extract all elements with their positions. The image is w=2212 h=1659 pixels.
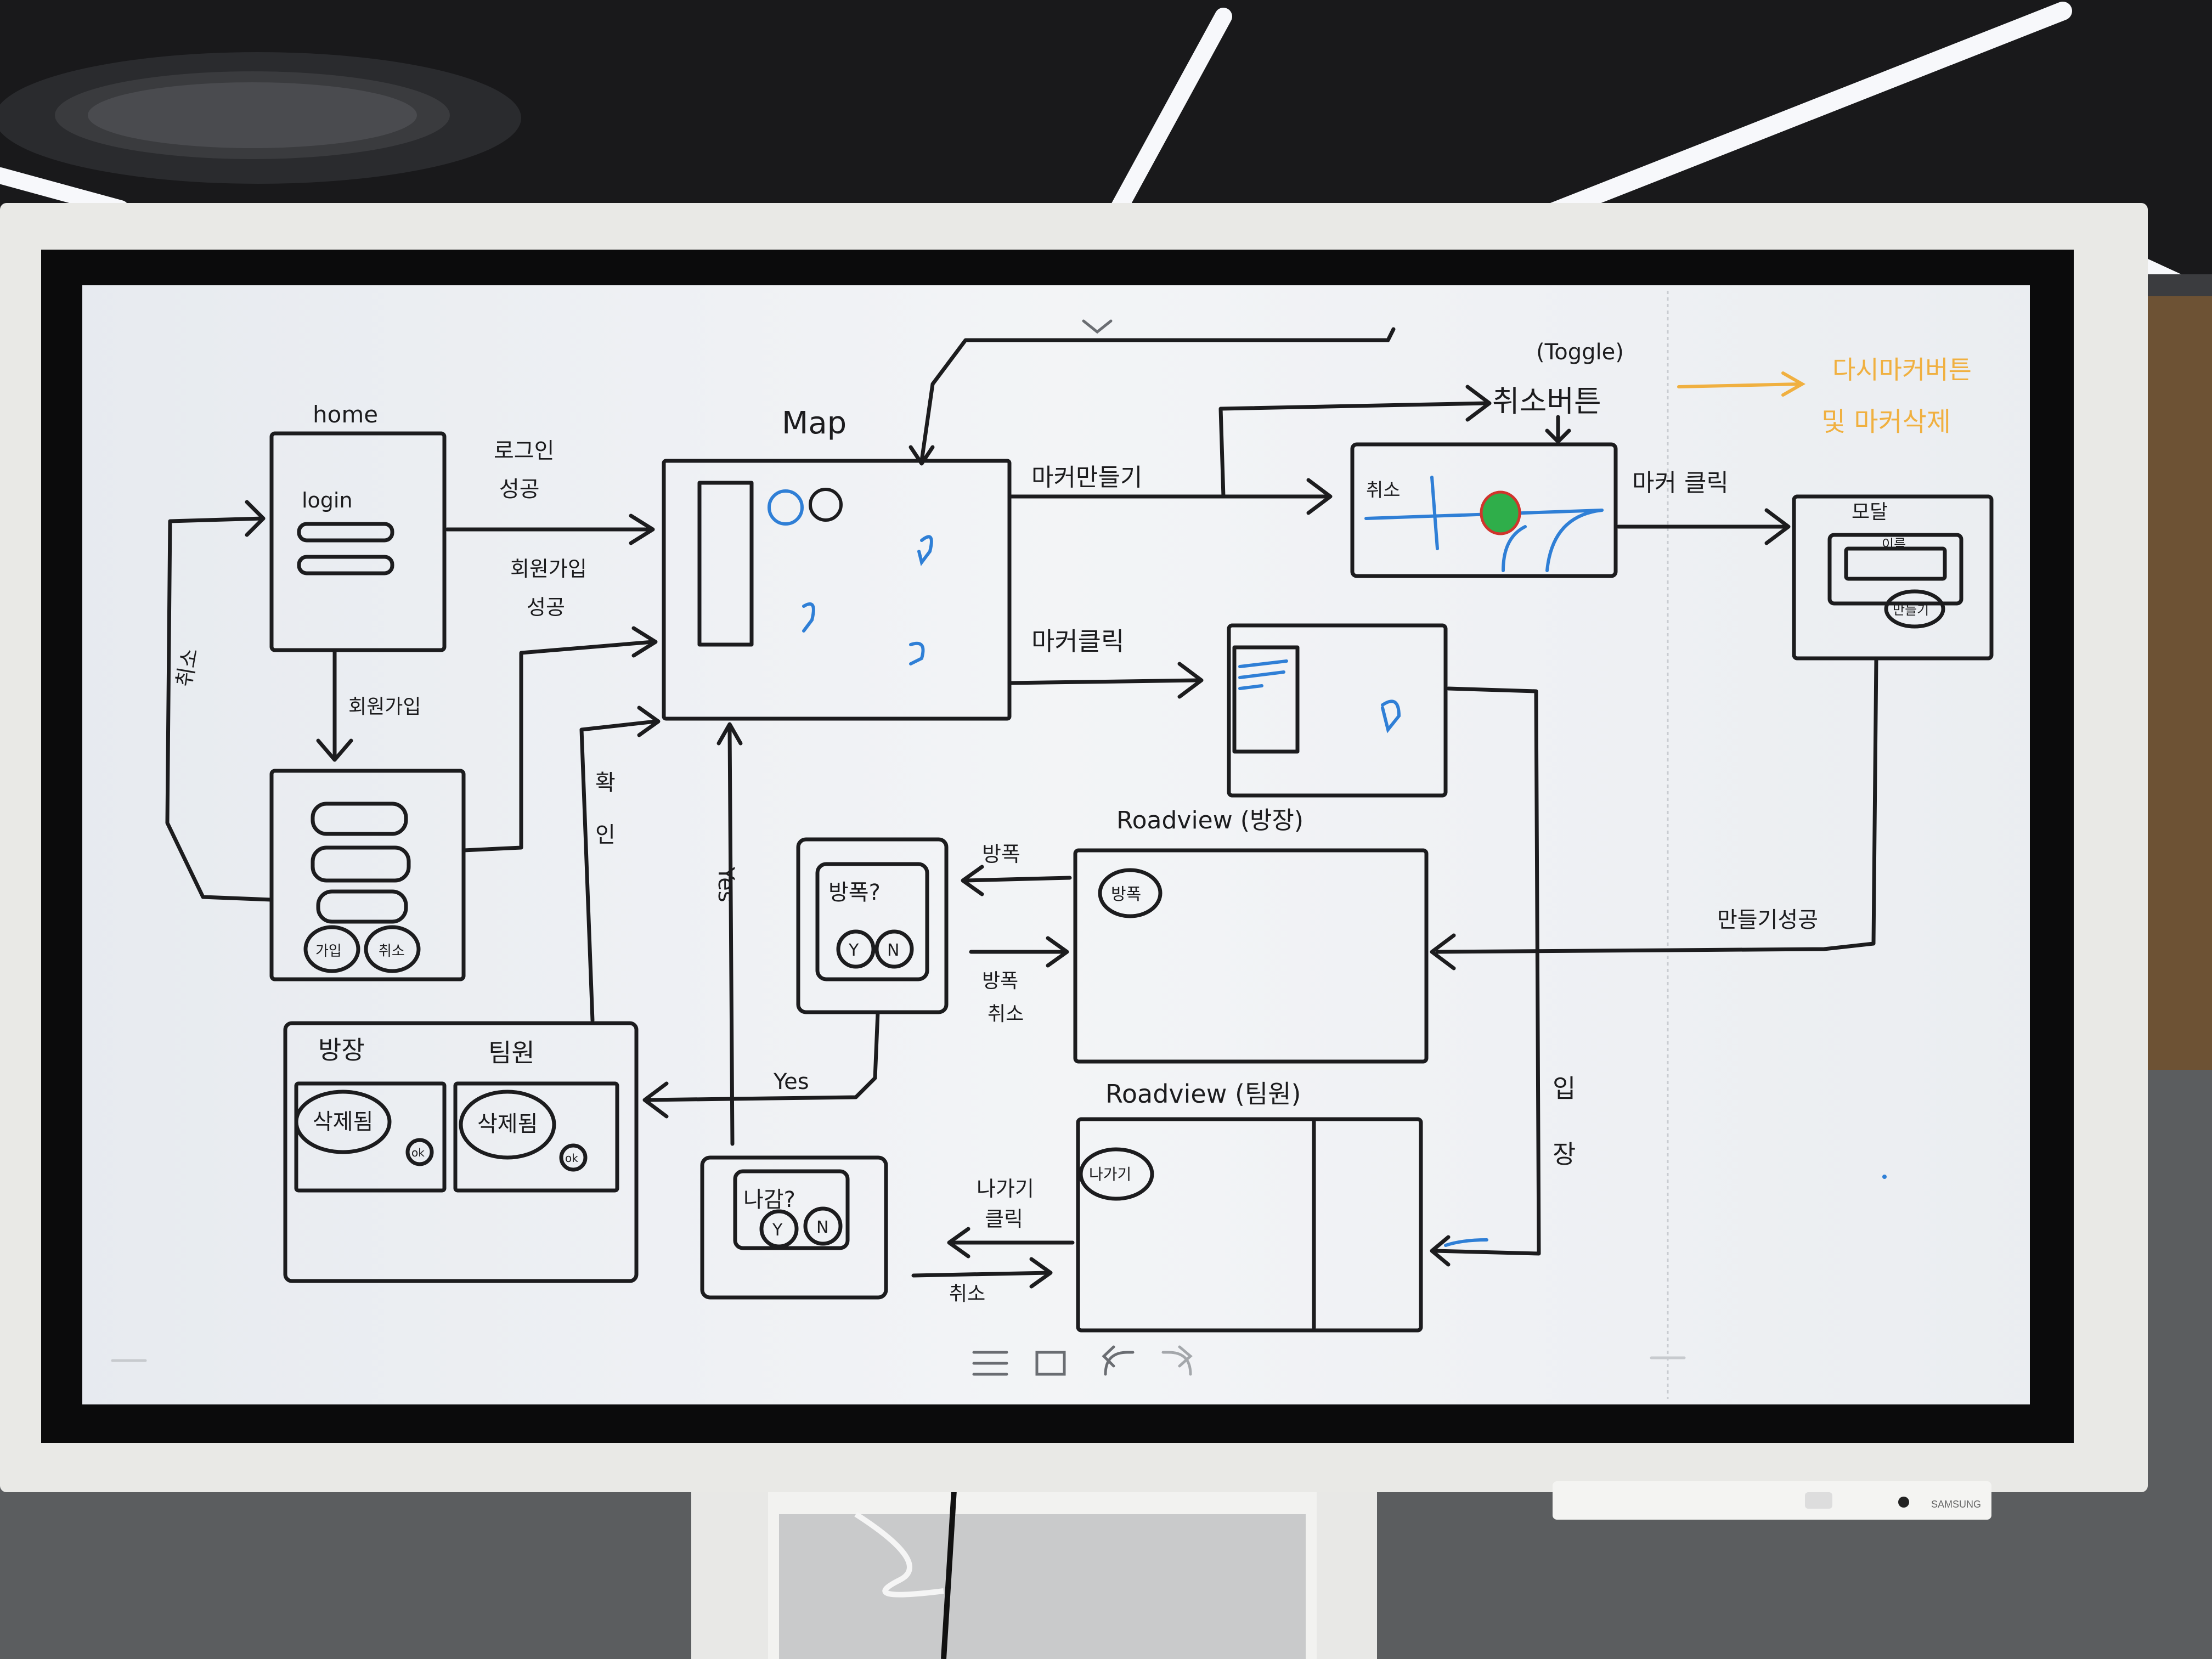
collapse-chevron-icon[interactable] (1082, 319, 1113, 334)
orange-note-2: 및 마커삭제 (1821, 407, 1951, 437)
deleted-right-title: 팀원 (488, 1038, 535, 1068)
signup-cancel-btn: 취소 (379, 943, 405, 960)
signup-arrow-label: 회원가입 (348, 696, 421, 718)
deleted-box (283, 1021, 639, 1283)
home-box (269, 431, 447, 652)
roadview-member-title: Roadview (팀원) (1105, 1079, 1301, 1109)
menu-icon[interactable] (972, 1351, 1008, 1376)
redo-icon[interactable] (1161, 1345, 1193, 1376)
orange-note-1: 다시마커버튼 (1832, 355, 1972, 385)
map-box (662, 459, 1012, 721)
whiteboard-drawing (165, 327, 1994, 1333)
deleted-left-msg: 삭제됨 (313, 1109, 373, 1135)
toggle-label: (Toggle) (1536, 340, 1624, 365)
deleted-left-title: 방장 (318, 1035, 365, 1065)
home-title: home (313, 401, 378, 428)
bomb-no: N (887, 941, 899, 960)
marker-detail-box (1227, 623, 1448, 798)
login-label: login (302, 488, 353, 512)
deleted-right-msg: 삭제됨 (477, 1111, 538, 1137)
bomb-yes: Y (848, 941, 859, 960)
leave-no: N (816, 1218, 828, 1237)
modal-title: 모달 (1852, 501, 1888, 523)
roadview-room-box (1073, 848, 1429, 1064)
bomb-arrow-label: 방폭 (982, 842, 1020, 866)
page-icon[interactable] (1035, 1351, 1066, 1376)
device-sensor-bar: SAMSUNG (1553, 1481, 1991, 1520)
deleted-ok-right: ok (565, 1152, 578, 1165)
side-wall-right (2140, 296, 2212, 1092)
roadview-member-badge: 나가기 (1089, 1165, 1131, 1183)
undo-icon[interactable] (1102, 1345, 1135, 1376)
roadview-member-box (1076, 1117, 1423, 1333)
deleted-ok-left: ok (411, 1146, 425, 1159)
modal-field: 이름 (1882, 537, 1906, 552)
modal-button: 만들기 (1893, 602, 1929, 618)
display-stand (691, 1481, 1377, 1659)
leave-confirm-box (700, 1155, 888, 1300)
yes-right-label: Yes (713, 866, 738, 902)
cancel-button-label: 취소버튼 (1492, 384, 1601, 419)
bomb-confirm-box (796, 837, 949, 1014)
roadview-room-title: Roadview (방장) (1116, 806, 1304, 834)
leave-question: 나감? (743, 1187, 795, 1212)
leave-cancel-label: 취소 (949, 1283, 985, 1305)
make-marker-box (1350, 442, 1618, 578)
yes-left-label: Yes (773, 1069, 809, 1094)
marker-click-label: 마커클릭 (1031, 627, 1124, 656)
device-brand: SAMSUNG (1931, 1499, 1981, 1510)
map-title: Map (782, 405, 847, 441)
leave-yes: Y (772, 1221, 783, 1240)
marker-click2-label: 마커 클릭 (1632, 469, 1729, 497)
make-marker-label: 마커만들기 (1031, 464, 1142, 492)
signup-join-btn: 가입 (315, 943, 342, 960)
modal-box (1792, 494, 1994, 661)
signup-box (269, 769, 466, 981)
colored-marks (768, 371, 1887, 1247)
whiteboard-toolbar (111, 319, 1686, 1376)
make-success-label: 만들기성공 (1717, 907, 1818, 933)
ceiling-vent (0, 52, 521, 184)
roadview-room-badge: 방폭 (1111, 885, 1141, 904)
bomb-question: 방폭? (828, 880, 881, 905)
make-marker-tag: 취소 (1366, 479, 1401, 501)
